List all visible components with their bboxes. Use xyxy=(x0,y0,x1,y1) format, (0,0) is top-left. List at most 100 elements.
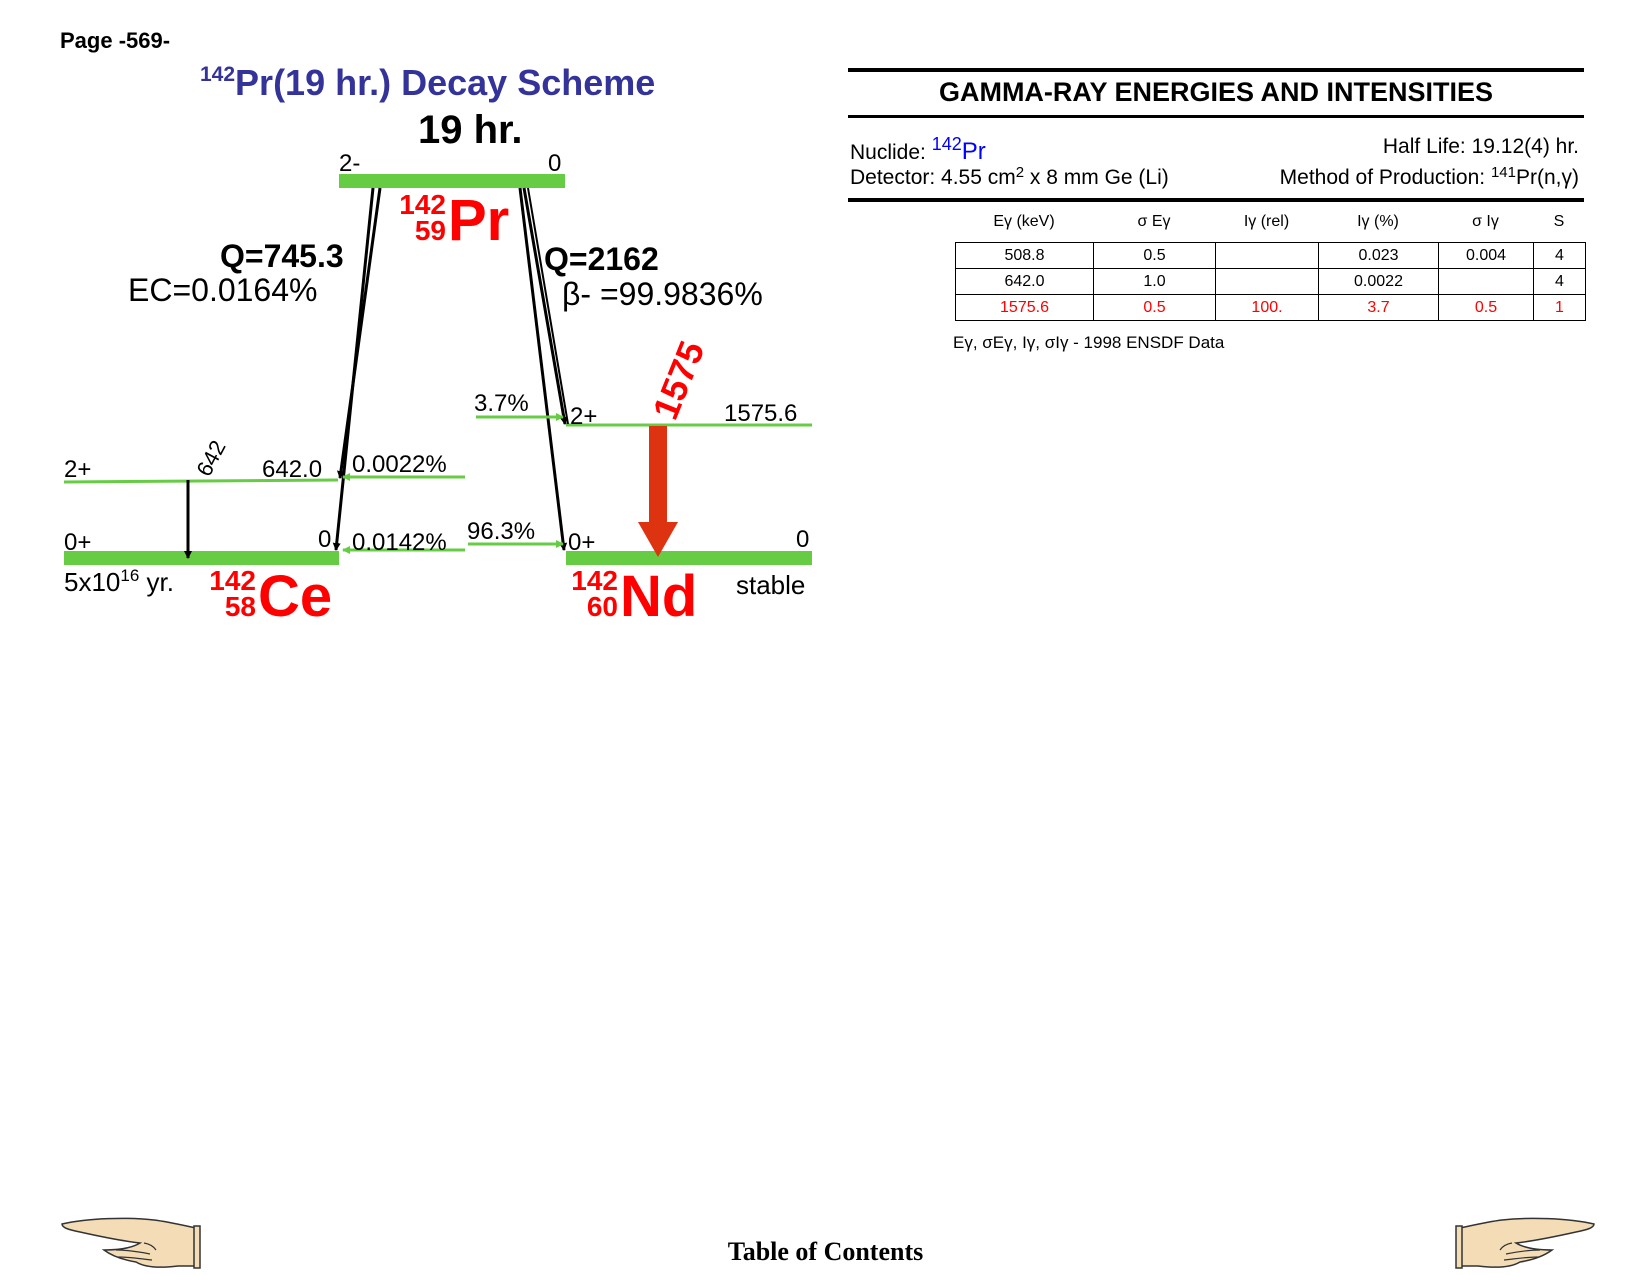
table-top-rule xyxy=(848,68,1584,72)
col-header-energy: Eγ (keV) xyxy=(993,213,1055,230)
col-header-intensity-rel: Iγ (rel) xyxy=(1243,213,1290,230)
nd-1575-feed: 3.7% xyxy=(474,390,529,417)
cell-intensity-pct: 3.7 xyxy=(1318,294,1439,321)
detector-exp: 2 xyxy=(1015,164,1025,181)
ce-ground-feed: 0.0142% xyxy=(352,529,447,556)
table-row: 508.8 0.5 0.023 0.004 4 xyxy=(955,242,1586,269)
nd-1575-energy: 1575.6 xyxy=(724,400,798,427)
cell-s: 4 xyxy=(1533,242,1586,269)
half-life: Half Life: 19.12(4) hr. xyxy=(1382,135,1579,158)
cell-sigma-intensity: 0.5 xyxy=(1438,294,1534,321)
gamma-1575-arrow-head xyxy=(638,522,678,557)
gamma-1575-label: 1575 xyxy=(644,335,712,425)
ec-line-to-642 xyxy=(336,187,382,479)
gamma-642-label: 642 xyxy=(191,436,230,480)
cell-intensity-rel xyxy=(1215,268,1319,295)
nd-ground-level xyxy=(566,551,812,565)
cell-intensity-rel: 100. xyxy=(1215,294,1319,321)
gamma-1575-arrow-shaft xyxy=(649,426,667,522)
cell-intensity-pct: 0.0022 xyxy=(1318,268,1439,295)
parent-halflife: 19 hr. xyxy=(418,108,523,152)
ec-branch: EC=0.0164% xyxy=(128,272,318,308)
ce-halflife: 5x1016 yr. xyxy=(64,566,174,598)
nd-z: 60 xyxy=(586,591,618,622)
ce-halflife-unit: yr. xyxy=(139,567,174,597)
nd-symbol: Nd xyxy=(620,564,698,629)
col-header-s: S xyxy=(1553,213,1565,230)
parent-symbol: Pr xyxy=(448,188,510,253)
table-row: 642.0 1.0 0.0022 4 xyxy=(955,268,1586,295)
nuclide-info: Nuclide: 142Pr xyxy=(850,134,986,166)
ce-ground-level xyxy=(64,551,339,565)
table-info-rule xyxy=(848,198,1584,202)
ce-halflife-exp: 16 xyxy=(120,566,140,585)
gamma-table-title: GAMMA-RAY ENERGIES AND INTENSITIES xyxy=(938,77,1494,107)
cell-intensity-pct: 0.023 xyxy=(1318,242,1439,269)
ce-642-feed: 0.0022% xyxy=(352,451,447,478)
parent-level-bar xyxy=(339,174,565,188)
nuclide-symbol: Pr xyxy=(961,138,986,165)
table-of-contents-link[interactable]: Table of Contents xyxy=(727,1237,924,1266)
nd-stability: stable xyxy=(736,570,806,600)
cell-s: 4 xyxy=(1533,268,1586,295)
col-header-sigma-energy: σ Eγ xyxy=(1137,213,1171,230)
ce-2plus-level xyxy=(63,478,339,484)
ce-642-energy: 642.0 xyxy=(262,456,323,483)
nd-nuclide: 142 60 Nd xyxy=(560,566,720,636)
parent-spin: 2- xyxy=(339,150,361,177)
ec-q-value: Q=745.3 xyxy=(220,238,344,274)
nd-1575-spin: 2+ xyxy=(570,403,598,430)
page-label: Page -569- xyxy=(60,28,171,53)
cell-sigma-energy: 0.5 xyxy=(1093,294,1216,321)
detector-pre: Detector: 4.55 cm xyxy=(850,166,1016,189)
ce-symbol: Ce xyxy=(258,564,333,629)
ce-ground-energy: 0 xyxy=(318,526,332,553)
ce-mass: 142 xyxy=(209,565,256,596)
gamma-table: 508.8 0.5 0.023 0.004 4 642.0 1.0 0.0022… xyxy=(955,242,1586,321)
detector-info: Detector: 4.55 cm2 x 8 mm Ge (Li) xyxy=(850,164,1169,190)
cell-intensity-rel xyxy=(1215,242,1319,269)
col-header-intensity-pct: Iγ (%) xyxy=(1357,213,1399,230)
ec-line-to-ground xyxy=(332,187,375,551)
title-mass: 142 xyxy=(200,63,236,86)
title-text: Pr(19 hr.) Decay Scheme xyxy=(235,62,656,103)
ce-halflife-base: 5x10 xyxy=(64,567,121,597)
cell-sigma-energy: 1.0 xyxy=(1093,268,1216,295)
pointing-hand-right-icon[interactable] xyxy=(1454,1210,1598,1270)
table-footnote: Eγ, σEγ, Iγ, σIγ - 1998 ENSDF Data xyxy=(953,333,1225,352)
parent-z: 59 xyxy=(414,215,446,246)
cell-s: 1 xyxy=(1533,294,1586,321)
parent-mass: 142 xyxy=(399,189,446,220)
nd-ground-feed: 96.3% xyxy=(467,518,536,545)
nd-mass: 142 xyxy=(571,565,618,596)
beta-branch: β- =99.9836% xyxy=(562,276,763,312)
col-header-sigma-intensity: σ Iγ xyxy=(1472,213,1499,230)
cell-sigma-energy: 0.5 xyxy=(1093,242,1216,269)
decay-scheme-title: 142Pr(19 hr.) Decay Scheme xyxy=(200,62,655,104)
beta-q-value: Q=2162 xyxy=(544,241,659,277)
pointing-hand-left-icon[interactable] xyxy=(58,1210,202,1270)
production-info: Method of Production: 141Pr(n,γ) xyxy=(1280,164,1579,190)
nuclide-label: Nuclide: xyxy=(850,141,932,164)
parent-energy: 0 xyxy=(548,150,562,177)
nuclide-mass: 142 xyxy=(931,134,962,154)
table-title-rule xyxy=(848,115,1584,118)
production-post: Pr(n,γ) xyxy=(1516,166,1579,189)
cell-energy: 1575.6 xyxy=(955,294,1094,321)
beta-line-to-1575 xyxy=(522,187,568,425)
ce-nuclide: 142 58 Ce xyxy=(196,566,356,636)
ce-642-spin: 2+ xyxy=(64,456,92,483)
detector-post: x 8 mm Ge (Li) xyxy=(1024,166,1169,189)
cell-sigma-intensity xyxy=(1438,268,1534,295)
cell-sigma-intensity: 0.004 xyxy=(1438,242,1534,269)
parent-nuclide: 142 59 Pr xyxy=(380,190,530,260)
cell-energy: 508.8 xyxy=(955,242,1094,269)
nd-ground-spin: 0+ xyxy=(568,529,596,556)
decay-scheme-diagram: 642 1575 xyxy=(63,174,812,565)
ce-ground-spin: 0+ xyxy=(64,529,92,556)
ce-z: 58 xyxy=(224,591,256,622)
beta-line-to-ground xyxy=(518,187,568,551)
nd-ground-energy: 0 xyxy=(796,526,810,553)
production-mass: 141 xyxy=(1490,164,1516,181)
beta-line-to-1575b xyxy=(527,187,569,425)
